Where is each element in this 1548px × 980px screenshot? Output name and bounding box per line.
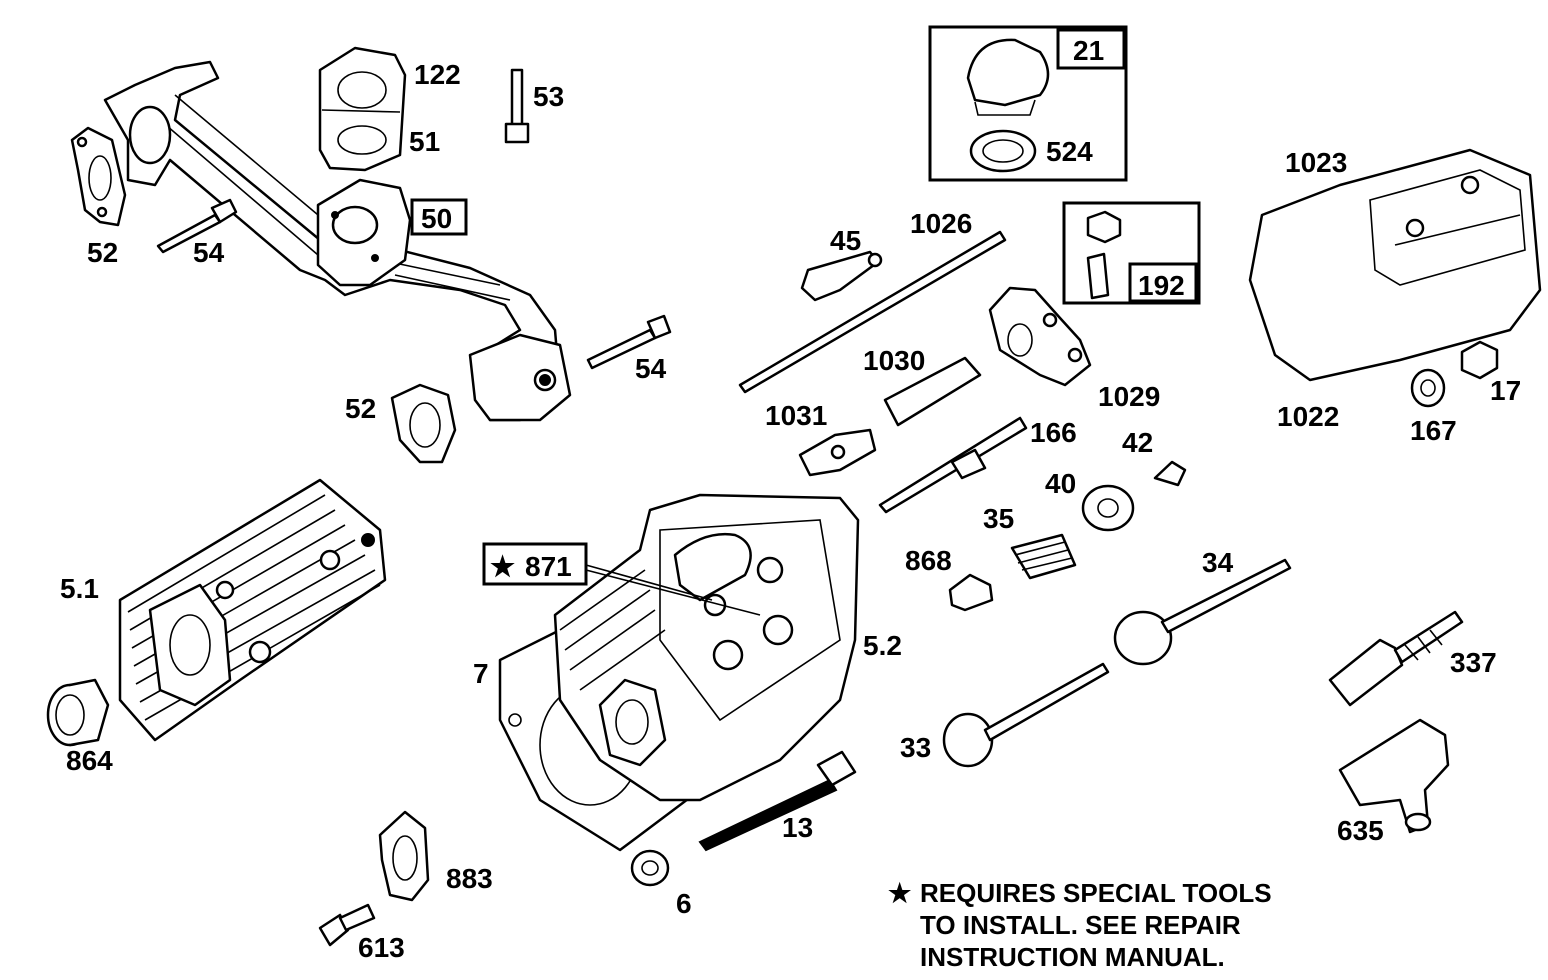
note-line-2: TO INSTALL. SEE REPAIR — [920, 910, 1241, 940]
label-1031: 1031 — [765, 400, 827, 431]
label-613: 613 — [358, 932, 405, 963]
label-1029: 1029 — [1098, 381, 1160, 412]
oil-cap-kit — [928, 25, 1128, 182]
note-line-3: INSTRUCTION MANUAL. — [920, 942, 1225, 972]
label-53: 53 — [533, 81, 564, 112]
valve-retainer-40 — [1081, 484, 1135, 532]
washer-6 — [630, 849, 670, 887]
label-52-lower: 52 — [345, 393, 376, 424]
bolt-53 — [504, 68, 530, 144]
label-50-box — [410, 198, 468, 236]
label-51: 51 — [409, 126, 440, 157]
note-line-1: REQUIRES SPECIAL TOOLS — [920, 878, 1272, 908]
label-166: 166 — [1030, 417, 1077, 448]
pivot-1030 — [883, 356, 982, 427]
label-635: 635 — [1337, 815, 1384, 846]
label-868: 868 — [905, 545, 952, 576]
note-star: ★ — [888, 878, 912, 908]
guide-plate-1031 — [798, 428, 877, 477]
label-33: 33 — [900, 732, 931, 763]
label-40: 40 — [1045, 468, 1076, 499]
label-6: 6 — [676, 888, 692, 919]
bolt-613 — [318, 903, 376, 947]
valve-keeper-42 — [1153, 460, 1187, 487]
spark-plug-337 — [1328, 610, 1464, 707]
label-1030: 1030 — [863, 345, 925, 376]
label-1026: 1026 — [910, 208, 972, 239]
intake-valve-33 — [942, 662, 1110, 768]
valve-seat-kit-871 — [482, 542, 761, 616]
bolt-54-upper — [156, 198, 238, 254]
label-871: 871 — [525, 551, 572, 582]
gasket-52-upper — [70, 126, 127, 227]
push-rod-1026 — [738, 230, 1007, 394]
label-54-upper: 54 — [193, 237, 225, 268]
cylinder-head-5-1 — [118, 478, 387, 742]
label-5-1: 5.1 — [60, 573, 99, 604]
label-1023: 1023 — [1285, 147, 1347, 178]
label-122: 122 — [414, 59, 461, 90]
label-864: 864 — [66, 745, 113, 776]
rocker-stud-166 — [878, 416, 1028, 514]
adapter-864 — [46, 678, 110, 747]
label-35: 35 — [983, 503, 1014, 534]
label-21: 21 — [1073, 35, 1104, 66]
nut-screw-kit-192 — [1062, 201, 1201, 305]
label-167: 167 — [1410, 415, 1457, 446]
intake-manifold — [103, 60, 572, 422]
label-50: 50 — [421, 203, 452, 234]
rocker-arm-45 — [800, 250, 883, 302]
nut-17 — [1460, 340, 1499, 380]
cylinder-head-5-2 — [553, 493, 860, 802]
gasket-883 — [378, 810, 430, 902]
label-17: 17 — [1490, 375, 1521, 406]
head-bolt-13 — [698, 750, 857, 852]
label-54-lower: 54 — [635, 353, 667, 384]
label-883: 883 — [446, 863, 493, 894]
label-192: 192 — [1138, 270, 1185, 301]
rocker-cover — [1248, 148, 1542, 382]
bolt-54-lower — [586, 314, 672, 370]
label-337: 337 — [1450, 647, 1497, 678]
valve-seal-868 — [948, 573, 994, 612]
label-34: 34 — [1202, 547, 1234, 578]
gasket-52-lower — [390, 383, 457, 464]
label-524: 524 — [1046, 136, 1093, 167]
label-13: 13 — [782, 812, 813, 843]
label-42: 42 — [1122, 427, 1153, 458]
grommet-167 — [1410, 368, 1446, 408]
label-45: 45 — [830, 225, 861, 256]
exhaust-valve-34 — [1113, 558, 1292, 666]
valve-spring-35 — [1010, 533, 1077, 580]
rocker-support-1029 — [988, 286, 1092, 387]
label-1022: 1022 — [1277, 401, 1339, 432]
label-7: 7 — [473, 658, 489, 689]
spacer-51 — [318, 46, 407, 172]
label-871-star: ★ — [490, 551, 515, 582]
spark-plug-boot-635 — [1338, 718, 1450, 834]
label-52-upper: 52 — [87, 237, 118, 268]
label-5-2: 5.2 — [863, 630, 902, 661]
